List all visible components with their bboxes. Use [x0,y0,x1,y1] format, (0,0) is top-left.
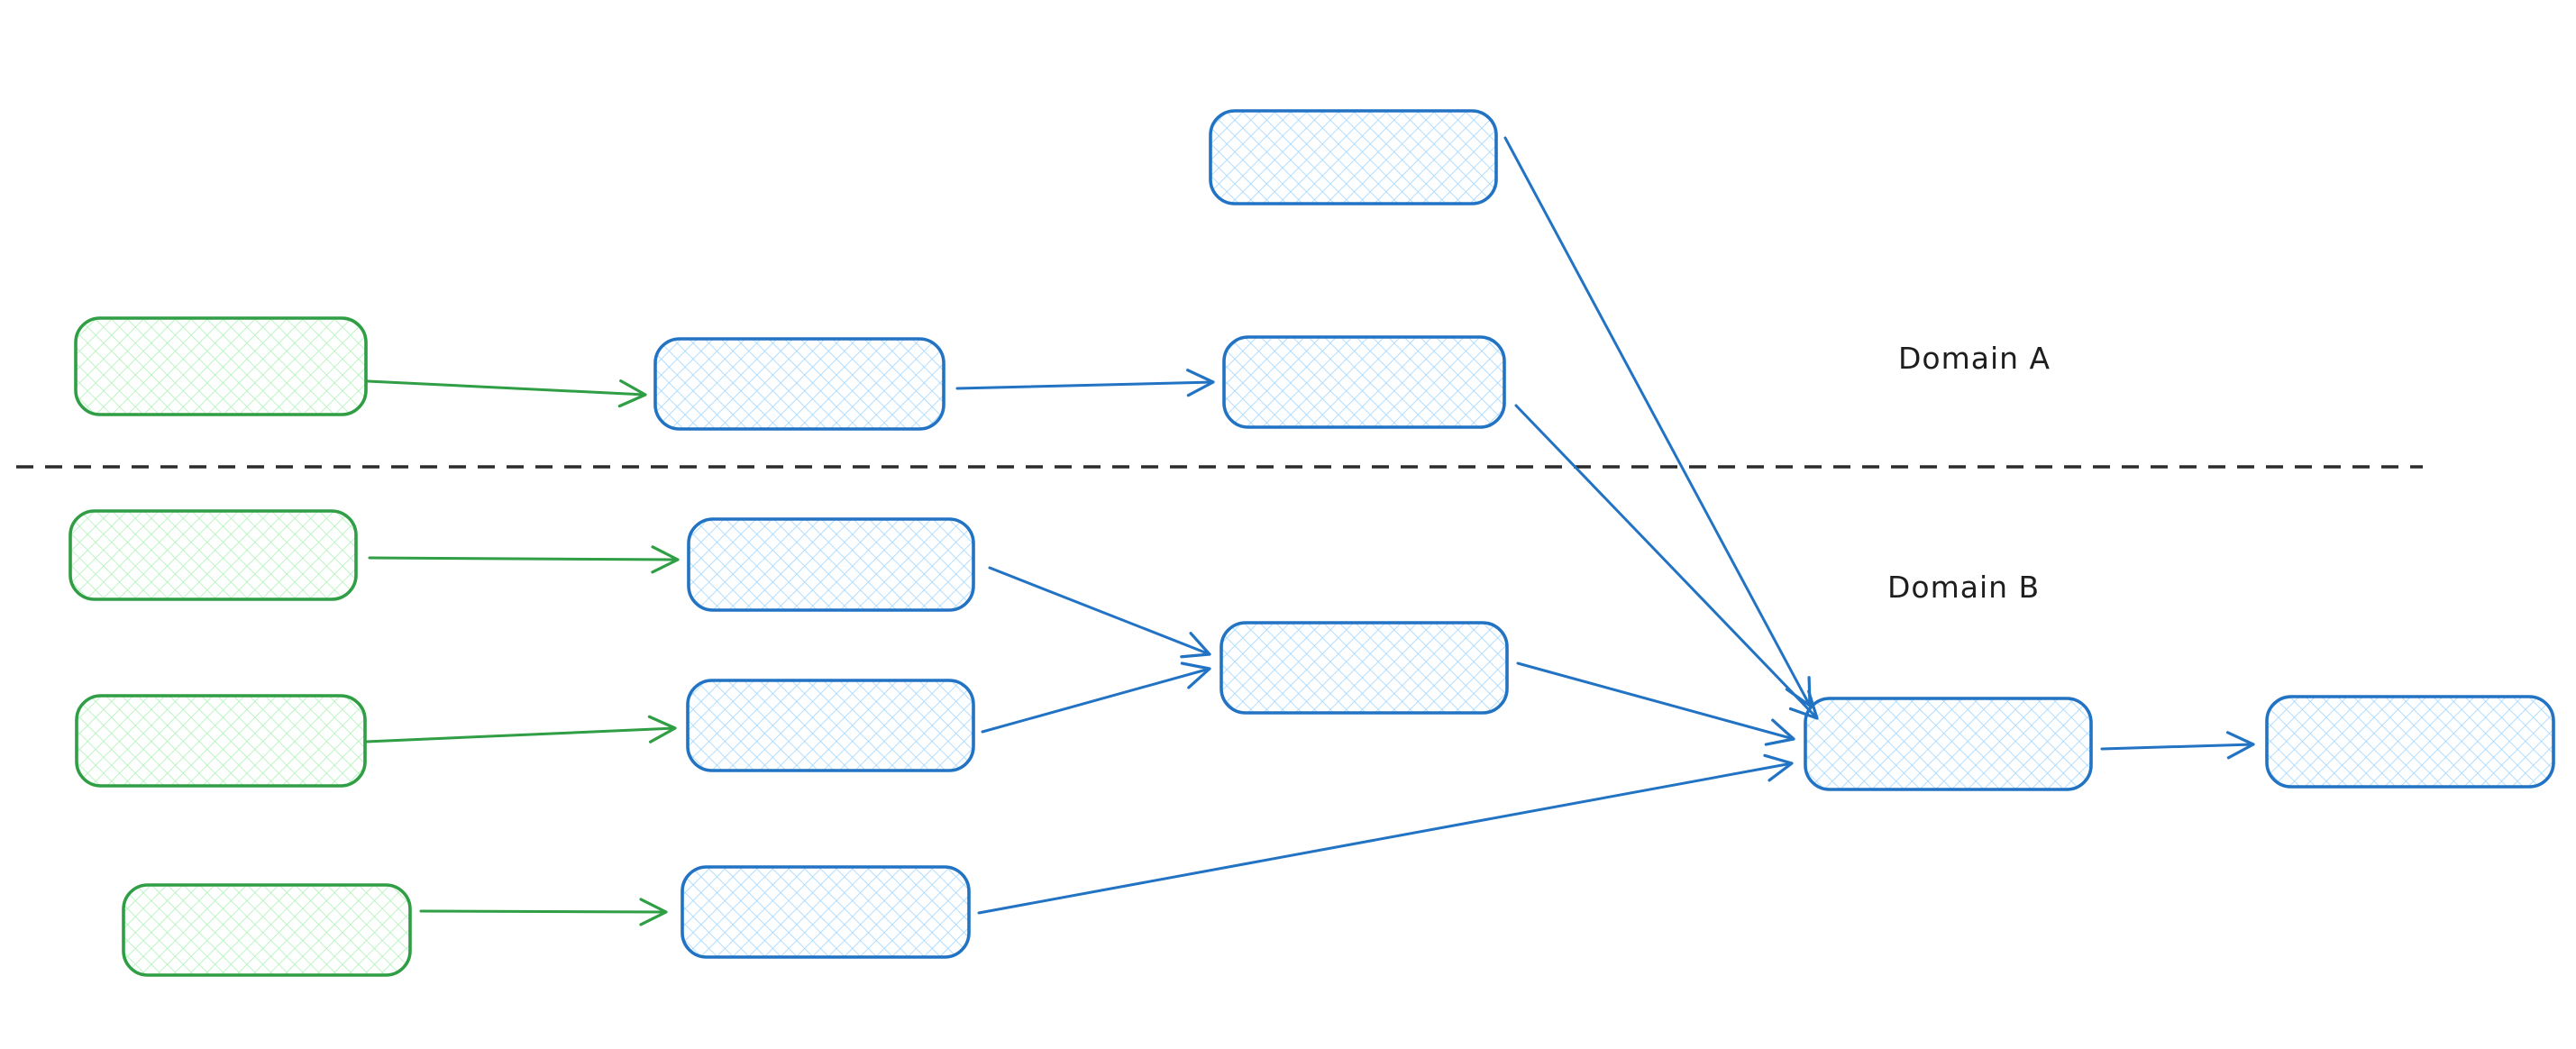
node-b-input-3[interactable] [122,883,412,977]
edge-b-merge-to-b-sink[interactable] [1516,661,1795,746]
label-domain-a[interactable]: Domain A [1898,341,2051,376]
edge-b-input-1-to-b-step-1[interactable] [368,545,680,574]
node-b-step-2[interactable] [686,679,975,772]
edge-b-input-3-to-b-step-3[interactable] [419,898,668,926]
edge-b-step-2-to-b-merge[interactable] [981,661,1211,734]
edge-a-side-source-to-b-sink[interactable] [1503,136,1812,707]
edge-b-sink-to-b-output[interactable] [2100,731,2255,760]
edge-b-step-1-to-b-merge[interactable] [988,566,1211,659]
node-a-step-1[interactable] [653,337,945,431]
label-domain-b[interactable]: Domain B [1887,570,2040,605]
edge-a-step-2-to-b-sink[interactable] [1514,404,1819,720]
node-a-side-source[interactable] [1209,109,1498,205]
edge-b-step-3-to-b-sink[interactable] [977,753,1794,915]
node-b-input-1[interactable] [69,509,358,601]
edge-a-input-to-a-step-1[interactable] [366,379,647,408]
node-b-sink[interactable] [1804,697,2093,791]
node-b-merge[interactable] [1219,621,1509,715]
node-a-input[interactable] [74,316,368,416]
edge-b-input-2-to-b-step-2[interactable] [364,715,677,743]
node-b-output[interactable] [2265,695,2555,789]
edge-a-step-1-to-a-step-2[interactable] [955,369,1215,397]
node-a-step-2[interactable] [1222,335,1506,429]
node-b-step-1[interactable] [687,517,975,612]
node-b-step-3[interactable] [681,865,971,959]
node-b-input-2[interactable] [75,694,367,788]
